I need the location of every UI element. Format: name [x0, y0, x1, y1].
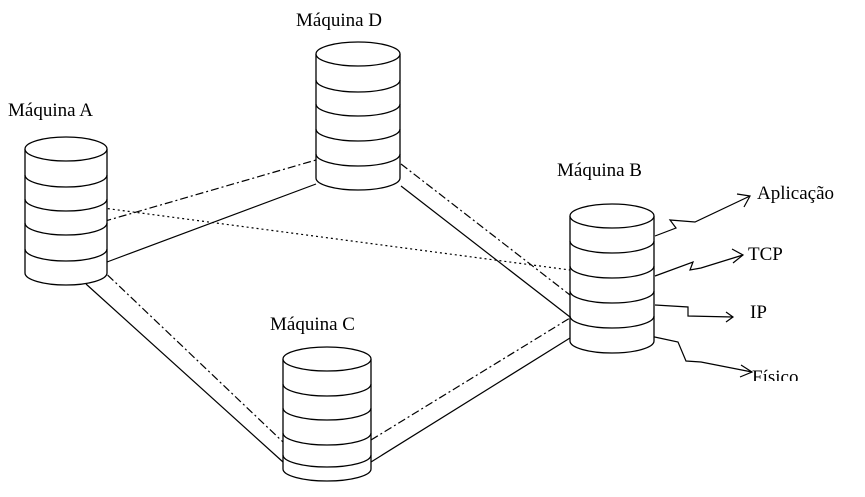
machine-d-label: Máquina D [296, 10, 383, 31]
machine-a-label: Máquina A [8, 100, 93, 121]
layer-label-physical: Físico [752, 368, 799, 381]
layer-label-ip: IP [750, 302, 767, 323]
arrow-tcp [654, 248, 745, 277]
machine-b-label: Máquina B [557, 160, 642, 181]
machine-a-top [24, 136, 108, 162]
arrow-ip [654, 304, 735, 323]
link-physical-c-b [370, 337, 571, 463]
link-ip-d-b [400, 163, 571, 296]
machine-c-label: Máquina C [270, 314, 355, 335]
machine-a-cylinder [24, 136, 108, 286]
layer-label-physical-clip: Físico [752, 368, 832, 381]
layer-label-application-clip: Aplicação [757, 184, 865, 208]
machine-d-cylinder [315, 41, 401, 191]
layer-label-application: Aplicação [757, 184, 835, 204]
link-physical-a-d [106, 183, 317, 263]
link-ip-c-b [370, 317, 571, 441]
machine-b-cylinder [569, 203, 655, 354]
machine-c-top [282, 346, 372, 372]
arrow-physical [649, 335, 754, 378]
machine-b-top [569, 203, 655, 229]
link-physical-a-c [85, 283, 284, 463]
machine-c-cylinder [282, 346, 372, 482]
link-physical-d-b [400, 185, 571, 318]
link-ip-a-c [95, 263, 284, 443]
link-ip-a-d [87, 159, 317, 227]
machine-d-top [315, 41, 401, 67]
layer-label-tcp: TCP [748, 244, 783, 265]
link-app-a-b [87, 205, 571, 271]
arrow-application [654, 193, 751, 237]
